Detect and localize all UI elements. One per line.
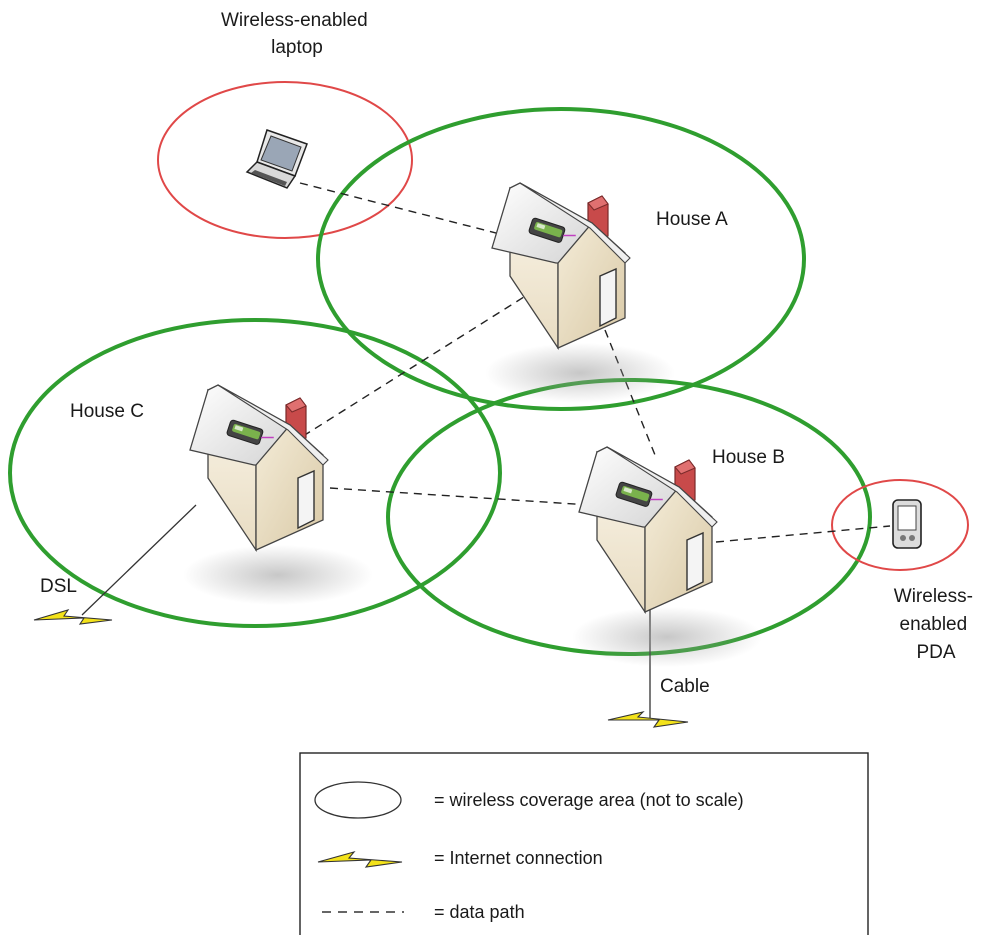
legend-box [299, 752, 869, 935]
house-a-icon [484, 182, 676, 404]
data-path-house-c-house-b [329, 487, 591, 506]
dsl-wire [81, 504, 197, 616]
dsl-lightning-icon [33, 609, 113, 625]
laptop-label: Wireless-enabled laptop [221, 10, 373, 58]
data-path-house-a-house-c [299, 289, 536, 439]
pda-coverage [831, 479, 969, 571]
legend-internet-text: = Internet connection [434, 848, 603, 868]
data-path-house-b-pda [715, 525, 891, 543]
data-path-house-a-house-b [604, 329, 656, 456]
dsl-label: DSL [40, 576, 77, 597]
house-b-label: House B [712, 447, 785, 468]
house-a-coverage [316, 107, 806, 411]
legend-lightning-icon [317, 850, 403, 868]
pda-icon [892, 499, 922, 549]
laptop-coverage [157, 81, 413, 239]
house-c-coverage [8, 318, 502, 628]
house-a-label: House A [656, 209, 728, 230]
data-paths [299, 182, 891, 543]
house-b-icon [571, 446, 763, 668]
data-path-laptop-house-a [299, 182, 501, 235]
legend-coverage-text: = wireless coverage area (not to scale) [434, 790, 744, 810]
cable-label: Cable [660, 676, 710, 697]
pda-label: Wireless- enabled PDA [894, 586, 978, 663]
legend: = wireless coverage area (not to scale) … [299, 752, 869, 935]
internet-bolts [33, 609, 689, 728]
legend-coverage-icon [314, 781, 402, 819]
house-c-label: House C [70, 401, 144, 422]
legend-data-path-text: = data path [434, 902, 525, 922]
laptop-icon [245, 129, 308, 189]
house-c-icon [182, 384, 374, 606]
cable-lightning-icon [607, 711, 689, 728]
